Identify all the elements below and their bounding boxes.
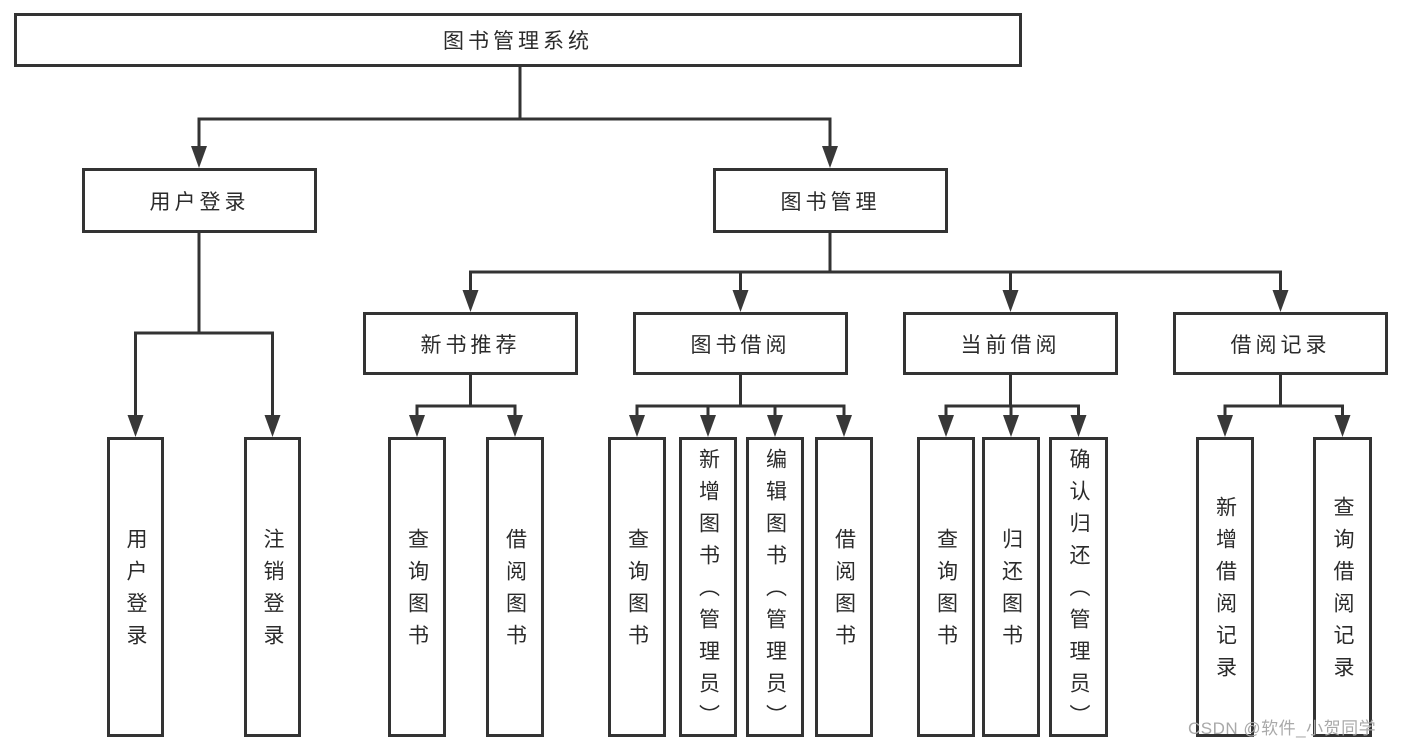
node-label: 确认归还（管理员） bbox=[1067, 448, 1091, 736]
node-label: 借阅图书 bbox=[503, 528, 527, 656]
node-book-borrow: 图书借阅 bbox=[633, 312, 848, 375]
node-label: 注销登录 bbox=[261, 528, 285, 656]
leaf-bb-borrow-books: 借阅图书 bbox=[815, 437, 873, 737]
leaf-nbr-borrow-books: 借阅图书 bbox=[486, 437, 544, 737]
leaf-cb-return-books: 归还图书 bbox=[982, 437, 1040, 737]
node-label: 借阅图书 bbox=[832, 528, 856, 656]
node-label: 新书推荐 bbox=[420, 333, 521, 357]
csdn-watermark: CSDN @软件_小贺同学 bbox=[1188, 719, 1377, 738]
connector-lines bbox=[134, 65, 1344, 417]
leaf-bb-query-books: 查询图书 bbox=[608, 437, 666, 737]
node-label: 新增借阅记录 bbox=[1213, 496, 1237, 688]
node-label: 借阅记录 bbox=[1230, 333, 1331, 357]
node-label: 查询图书 bbox=[405, 528, 429, 656]
node-current-borrow: 当前借阅 bbox=[903, 312, 1118, 375]
node-borrow-records: 借阅记录 bbox=[1173, 312, 1388, 375]
node-label: 图书管理系统 bbox=[443, 30, 593, 53]
node-user-login: 用户登录 bbox=[82, 168, 317, 233]
node-book-management: 图书管理 bbox=[713, 168, 948, 233]
leaf-br-add-record: 新增借阅记录 bbox=[1196, 437, 1254, 737]
node-label: 查询图书 bbox=[625, 528, 649, 656]
node-label: 图书管理 bbox=[780, 190, 881, 214]
leaf-br-query-record: 查询借阅记录 bbox=[1313, 437, 1372, 737]
leaf-bb-edit-books-admin: 编辑图书（管理员） bbox=[746, 437, 804, 737]
node-new-book-recommend: 新书推荐 bbox=[363, 312, 578, 375]
node-label: 用户登录 bbox=[124, 528, 148, 656]
node-label: 用户登录 bbox=[149, 190, 250, 214]
node-label: 归还图书 bbox=[999, 528, 1023, 656]
leaf-logout: 注销登录 bbox=[244, 437, 301, 737]
node-label: 查询图书 bbox=[934, 528, 958, 656]
leaf-cb-confirm-return-admin: 确认归还（管理员） bbox=[1049, 437, 1108, 737]
node-label: 查询借阅记录 bbox=[1331, 496, 1355, 688]
leaf-user-login: 用户登录 bbox=[107, 437, 164, 737]
node-label: 图书借阅 bbox=[690, 333, 791, 357]
node-label: 当前借阅 bbox=[960, 333, 1061, 357]
leaf-cb-query-books: 查询图书 bbox=[917, 437, 975, 737]
node-label: 新增图书（管理员） bbox=[696, 448, 720, 736]
connector-arrowheads bbox=[127, 146, 1351, 437]
leaf-bb-add-books-admin: 新增图书（管理员） bbox=[679, 437, 737, 737]
node-label: 编辑图书（管理员） bbox=[763, 448, 787, 736]
leaf-nbr-query-books: 查询图书 bbox=[388, 437, 446, 737]
node-root-system: 图书管理系统 bbox=[14, 13, 1022, 67]
